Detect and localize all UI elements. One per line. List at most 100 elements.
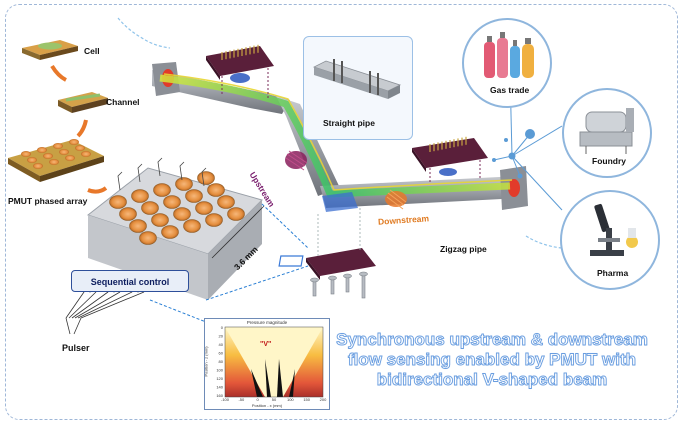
pmut-mini-element <box>43 153 53 159</box>
arrow-channel-to-array <box>76 119 88 138</box>
pmut-chip-element <box>139 231 157 245</box>
downstream-beam <box>385 189 407 210</box>
inset-y-tick: 60 <box>219 351 224 356</box>
pmut-chip-element <box>109 195 127 209</box>
flow-stream-in <box>117 17 171 49</box>
pmut-array-label: PMUT phased array <box>8 196 88 206</box>
inset-y-axis-label: Position - z (mm) <box>203 346 209 377</box>
pmut-chip-element <box>207 183 225 197</box>
pharma-label: Pharma <box>597 268 629 278</box>
pcb-right <box>412 136 488 184</box>
pmut-chip-element <box>129 219 147 233</box>
pipe-assembly <box>152 62 528 210</box>
pmut-chip-element <box>197 171 215 185</box>
inset-x-ticks: -100 -50 0 50 100 150 200 <box>221 397 327 402</box>
microscope-icon <box>590 203 638 256</box>
foundry-machine-icon <box>579 108 634 154</box>
pcb-top <box>206 44 274 100</box>
top-transducer <box>230 73 250 83</box>
pmut-chip-element <box>131 189 149 203</box>
zigzag-pipe-label: Zigzag pipe <box>440 244 487 254</box>
pmut-mini-element <box>81 151 91 157</box>
pcb-right-pins <box>429 136 467 152</box>
pulser-wiring <box>65 288 145 335</box>
inset-x-tick: -50 <box>238 397 245 402</box>
foundry-circle: Foundry <box>562 88 652 178</box>
pmut-mini-element <box>65 155 75 161</box>
inset-y-tick: 120 <box>216 376 223 381</box>
channel-illustration <box>58 92 108 113</box>
cell-label: Cell <box>84 46 100 56</box>
v-beam-center <box>322 192 358 212</box>
inset-x-tick: 100 <box>287 397 294 402</box>
pmut-chip-element <box>175 177 193 191</box>
pmut-chip-element <box>163 195 181 209</box>
pmut-chip-element <box>195 201 213 215</box>
pmut-mini-element <box>49 159 59 165</box>
pmut-mini-element <box>27 157 37 163</box>
cell-illustration <box>22 40 78 60</box>
pmut-chip-element <box>151 213 169 227</box>
pcb-bottom <box>278 208 376 299</box>
headline-line-1: Synchronous upstream & downstream <box>336 330 649 350</box>
pmut-mini-element <box>75 145 85 151</box>
inset-y-ticks: 0 20 40 60 80 100 120 140 160 <box>216 325 223 398</box>
inset-x-tick: 200 <box>320 397 327 402</box>
dimension-line <box>211 205 265 259</box>
pmut-chip-element <box>205 213 223 227</box>
network-nodes <box>492 129 535 179</box>
headline-line-2: flow sensing enabled by PMUT with <box>347 350 637 370</box>
flow-stream-out <box>525 235 603 265</box>
inset-x-tick: 150 <box>303 397 310 402</box>
inset-x-tick: 0 <box>257 397 260 402</box>
straight-pipe-drawing <box>312 59 402 99</box>
flow-streamlines <box>159 74 511 198</box>
chip-wires <box>117 157 207 191</box>
pmut-mini-element <box>53 143 63 149</box>
pmut-mini-element <box>21 151 31 157</box>
pmut-chip-element <box>173 207 191 221</box>
inset-y-tick: 80 <box>219 359 224 364</box>
pcb-bottom-screws <box>310 271 368 299</box>
pmut-chip-element <box>141 201 159 215</box>
pmut-mini-element <box>59 149 69 155</box>
sequential-control-box: Sequential control <box>71 270 189 292</box>
callout-lines <box>149 203 309 323</box>
inset-y-tick: 100 <box>216 368 223 373</box>
inset-x-axis-label: Position - x (mm) <box>251 403 283 408</box>
pmut-chip-element <box>153 183 171 197</box>
upstream-beam <box>285 150 308 171</box>
pressure-field: -100 -50 0 50 100 150 200 0 20 40 60 80 100 120 140 16… <box>216 325 327 402</box>
inset-y-tick: 40 <box>219 342 224 347</box>
inset-y-tick: 160 <box>216 393 223 398</box>
pmut-mini-element <box>69 139 79 145</box>
headline-line-3: bidirectional V-shaped beam <box>376 370 608 390</box>
gas-trade-circle: Gas trade <box>462 18 552 108</box>
pmut-mini-element <box>37 147 47 153</box>
pmut-mini-element <box>33 163 43 169</box>
inset-y-tick: 20 <box>219 334 224 339</box>
inset-x-tick: 50 <box>272 397 277 402</box>
pharma-circle: Pharma <box>560 190 660 290</box>
inset-x-tick: -100 <box>221 397 230 402</box>
inset-v-label: "V" <box>260 341 272 348</box>
arrow-cell-to-channel <box>50 64 67 82</box>
headline: Synchronous upstream & downstream flow s… <box>314 330 670 390</box>
pmut-chip-elements <box>109 171 245 245</box>
gas-cylinders-icon <box>484 32 534 78</box>
channel-label: Channel <box>106 97 140 107</box>
right-transducer <box>439 168 457 176</box>
straight-pipe-label: Straight pipe <box>323 118 375 128</box>
foundry-label: Foundry <box>592 156 626 166</box>
inset-y-tick: 140 <box>216 385 223 390</box>
inset-y-tick: 0 <box>221 325 224 330</box>
pmut-chip-element <box>185 189 203 203</box>
fabrication-sequence <box>8 40 108 194</box>
pmut-chip-element <box>217 195 235 209</box>
right-outlet <box>508 179 520 197</box>
arrow-array-to-chip <box>87 186 108 194</box>
pmut-chip-element <box>227 207 245 221</box>
